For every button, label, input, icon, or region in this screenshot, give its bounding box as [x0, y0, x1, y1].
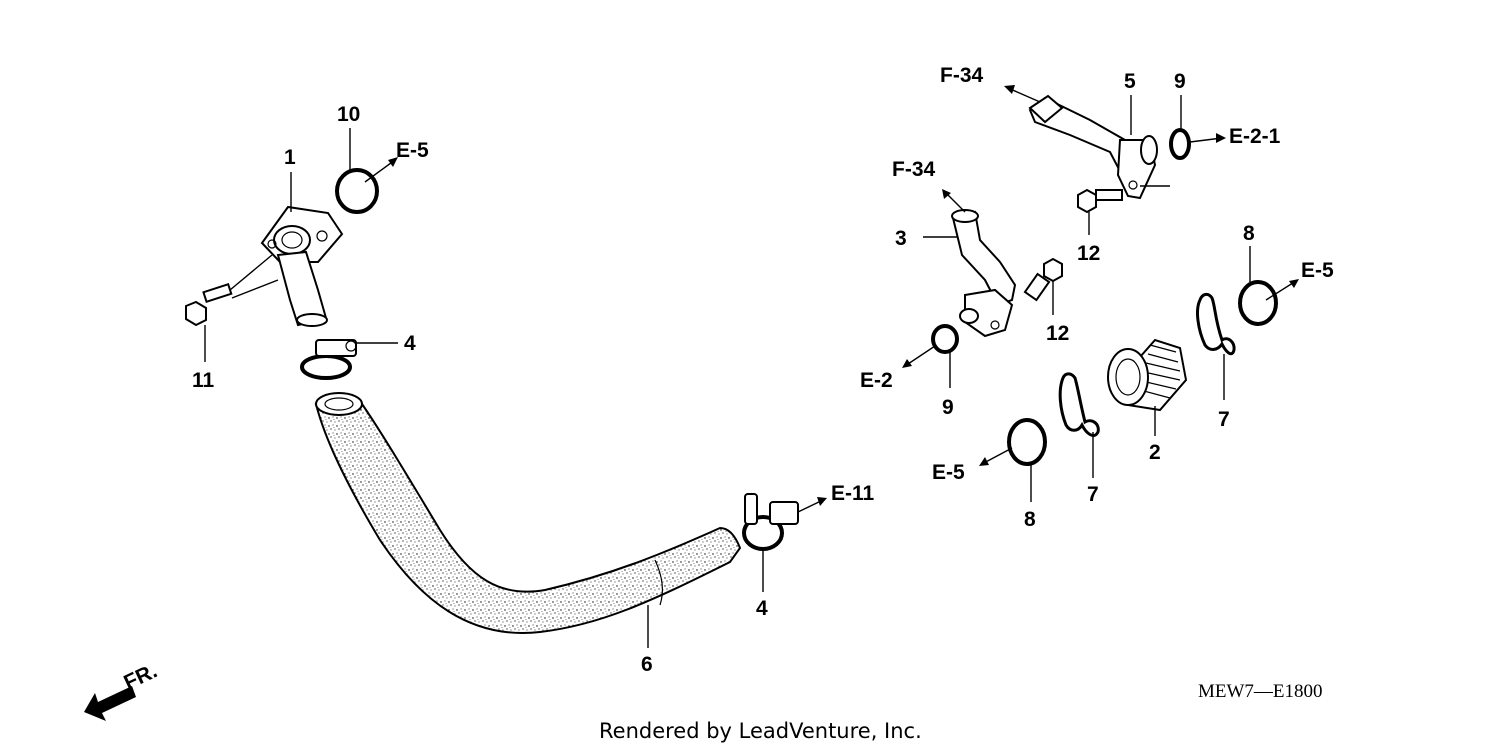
callout-9-upper[interactable]: 9 [1174, 70, 1186, 93]
part-10-o-ring[interactable] [335, 168, 379, 214]
part-8-o-ring-upper[interactable] [1238, 280, 1278, 326]
part-2-joint[interactable] [1107, 338, 1188, 412]
ref-e11[interactable]: E-11 [831, 482, 875, 505]
ref-e5-right[interactable]: E-5 [1301, 259, 1334, 282]
part-5-pipe-upper[interactable] [1028, 94, 1158, 200]
front-direction-indicator: FR. [84, 659, 161, 721]
part-12-bolt-lower[interactable] [1023, 257, 1063, 302]
part-8-o-ring-lower[interactable] [1007, 418, 1047, 466]
callout-8-lower[interactable]: 8 [1024, 508, 1036, 531]
front-arrow-icon [84, 686, 136, 721]
credit-text: Rendered by LeadVenture, Inc. [599, 719, 922, 743]
callout-8-upper[interactable]: 8 [1243, 222, 1255, 245]
part-7-clip-lower[interactable] [1058, 372, 1100, 437]
part-4-clamp-upper[interactable] [300, 339, 357, 380]
part-4-clamp-lower[interactable] [742, 493, 799, 551]
callout-7-left[interactable]: 7 [1087, 483, 1099, 506]
callout-12-lower[interactable]: 12 [1046, 322, 1069, 345]
callout-6[interactable]: 6 [641, 653, 653, 676]
part-1-water-outlet[interactable] [260, 205, 344, 327]
part-9-o-ring-lower[interactable] [931, 324, 959, 354]
ref-f34-mid[interactable]: F-34 [892, 158, 936, 181]
ref-e5-low[interactable]: E-5 [932, 461, 965, 484]
callout-2[interactable]: 2 [1149, 441, 1161, 464]
callout-4-upper[interactable]: 4 [404, 332, 416, 355]
callout-11[interactable]: 11 [192, 369, 215, 392]
callout-12-upper[interactable]: 12 [1077, 242, 1100, 265]
leader-lines [204, 95, 1251, 648]
ref-e5-top[interactable]: E-5 [396, 139, 429, 162]
part-3-pipe-lower[interactable] [951, 209, 1017, 338]
callout-1[interactable]: 1 [284, 146, 296, 169]
ref-e2[interactable]: E-2 [860, 369, 893, 392]
callout-9-lower[interactable]: 9 [942, 396, 954, 419]
ref-e2-1[interactable]: E-2-1 [1229, 125, 1281, 148]
callout-7-right[interactable]: 7 [1218, 408, 1230, 431]
reference-arrows [364, 85, 1299, 513]
callout-5[interactable]: 5 [1124, 70, 1136, 93]
callout-3[interactable]: 3 [895, 227, 907, 250]
part-9-o-ring-upper[interactable] [1169, 128, 1191, 160]
callout-4-lower[interactable]: 4 [756, 597, 768, 620]
part-12-bolt-upper[interactable] [1077, 188, 1123, 214]
ref-f34-top[interactable]: F-34 [940, 64, 984, 87]
part-7-clip-upper[interactable] [1196, 292, 1236, 356]
callout-10[interactable]: 10 [337, 103, 360, 126]
part-6-hose[interactable] [314, 392, 742, 634]
part-11-bolt[interactable] [185, 282, 233, 327]
diagram-code: MEW7—E1800 [1198, 681, 1323, 702]
